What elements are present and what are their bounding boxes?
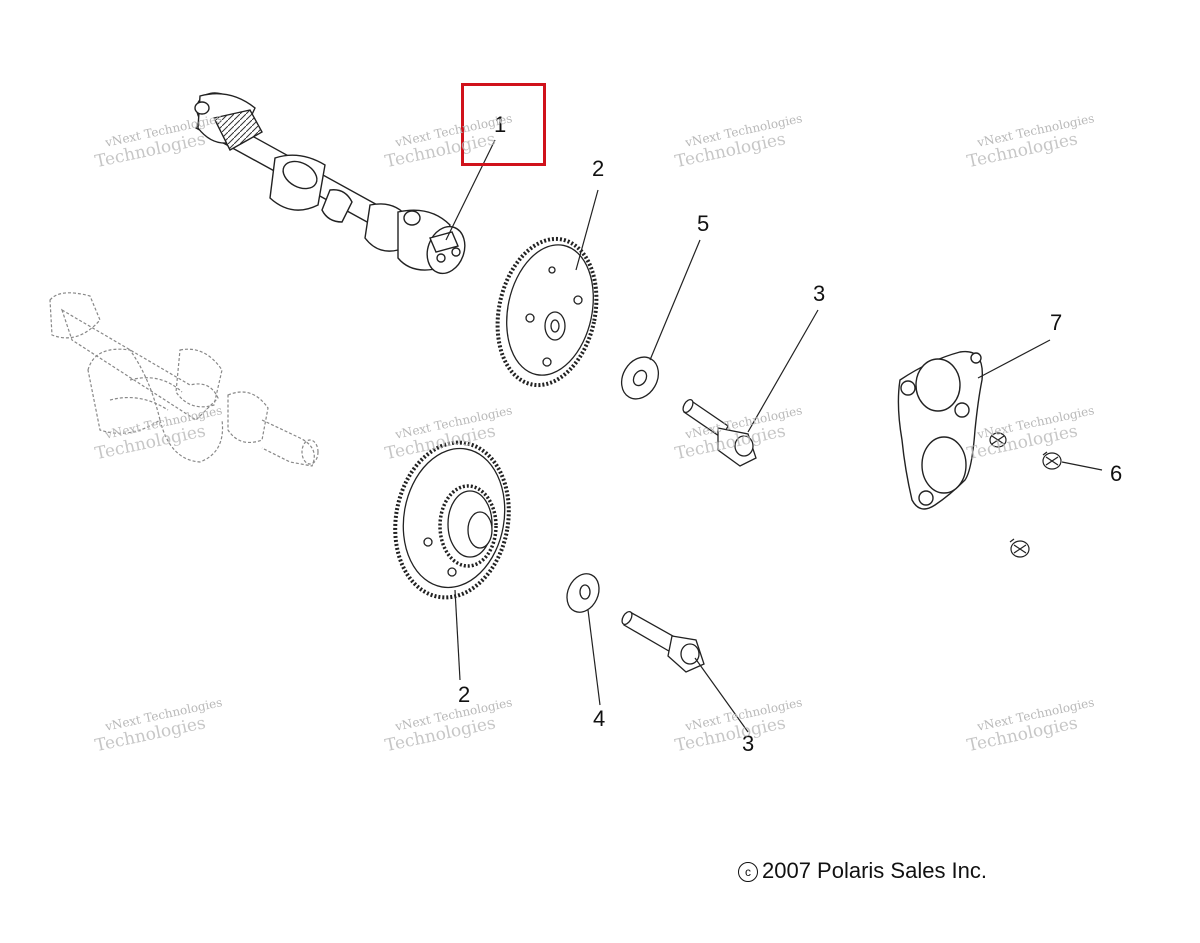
callout-2-upper[interactable]: 2 — [592, 156, 605, 181]
washer-5[interactable] — [614, 350, 665, 405]
bolt-lower[interactable] — [620, 610, 705, 673]
screw-6a[interactable] — [989, 432, 1007, 448]
retainer-plate[interactable] — [897, 350, 984, 510]
callout-3-lower[interactable]: 3 — [742, 731, 755, 756]
balance-gear-lower[interactable] — [383, 433, 520, 606]
callout-5[interactable]: 5 — [697, 211, 710, 236]
copyright-text: 2007 Polaris Sales Inc. — [762, 858, 988, 883]
washer-4[interactable] — [561, 569, 605, 618]
callout-2-lower[interactable]: 2 — [458, 682, 471, 707]
callout-7[interactable]: 7 — [1050, 310, 1063, 335]
selected-part-highlight[interactable] — [461, 83, 546, 166]
callout-1[interactable]: 1 — [494, 112, 507, 137]
copyright-symbol: c — [738, 862, 758, 882]
callout-3-upper[interactable]: 3 — [813, 281, 826, 306]
leader-lines — [445, 139, 1103, 733]
callout-4[interactable]: 4 — [593, 706, 606, 731]
screw-6b[interactable] — [1042, 451, 1062, 470]
camshaft[interactable] — [190, 86, 471, 279]
cam-gear-upper[interactable] — [485, 230, 610, 395]
crankcase-outline — [49, 292, 319, 467]
callout-6[interactable]: 6 — [1110, 461, 1123, 486]
bolt-upper[interactable] — [681, 398, 757, 467]
screw-6c[interactable] — [1009, 538, 1030, 558]
